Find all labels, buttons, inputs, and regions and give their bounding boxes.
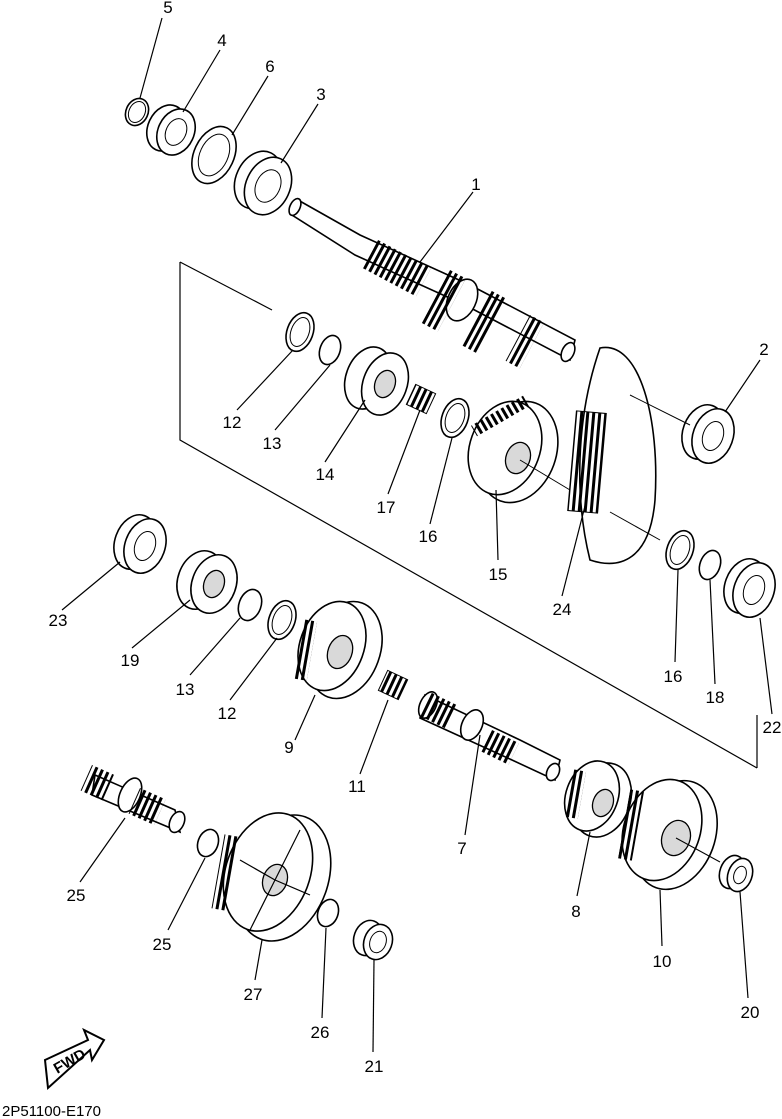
callout-26: 27	[244, 985, 263, 1004]
callout-10: 10	[653, 952, 672, 971]
callout-12-lower: 12	[218, 704, 237, 723]
part-1-main-axle	[288, 197, 576, 369]
callout-3: 3	[316, 85, 325, 104]
callout-15: 15	[489, 565, 508, 584]
part-10-gear	[618, 778, 721, 891]
callout-1: 1	[471, 175, 480, 194]
leader-lines	[61, 17, 773, 1053]
callout-25-upper: 25	[153, 935, 172, 954]
part-15-sprocket	[467, 395, 559, 504]
part-7-drive-axle	[417, 691, 561, 782]
part-18-circlip	[698, 549, 722, 581]
part-5-circlip	[124, 97, 150, 127]
callout-22: 23	[49, 611, 68, 630]
part-25-circlip-upper	[196, 828, 220, 858]
callout-labels: 5 4 6 3 1 2 12 13 14 17 16 15 24 16 18 2…	[49, 0, 782, 1076]
callout-27: 21	[365, 1057, 384, 1076]
part-26-gear	[211, 812, 332, 942]
fwd-arrow-icon: FWD	[43, 1027, 106, 1091]
part-12-washer-upper	[285, 311, 315, 353]
callout-13-lower: 13	[176, 680, 195, 699]
part-17-needle-bearing	[405, 383, 437, 415]
part-21-bearing	[723, 558, 776, 618]
part-6-oil-seal	[191, 125, 237, 185]
callout-5: 5	[163, 0, 172, 17]
part-14-sliding-dog	[343, 346, 410, 416]
callout-14: 14	[316, 465, 335, 484]
part-16-washer-lower	[665, 529, 695, 571]
axis-line-3	[629, 394, 691, 426]
part-2-bearing	[681, 404, 735, 464]
part-13-circlip-upper	[318, 334, 342, 366]
callout-24: 25	[67, 886, 86, 905]
part-11-needle-bearing	[377, 669, 409, 701]
part-19-sliding-dog	[176, 550, 238, 614]
part-4-bearing	[145, 104, 197, 156]
callout-19: 19	[121, 651, 140, 670]
assembly-frame-lines	[179, 261, 758, 769]
callout-17: 17	[377, 498, 396, 517]
axis-line-1	[519, 459, 571, 491]
part-9-gear	[292, 600, 383, 700]
callout-4: 4	[217, 31, 226, 50]
callout-16-upper: 16	[419, 527, 438, 546]
part-25-circlip-lower	[316, 898, 340, 928]
callout-2: 2	[759, 340, 768, 359]
part-3-bearing	[233, 150, 293, 216]
callout-23: 24	[553, 600, 572, 619]
callout-7: 7	[457, 839, 466, 858]
callout-20: 20	[741, 1003, 760, 1022]
callout-6: 6	[265, 57, 274, 76]
part-22-bearing	[113, 514, 167, 574]
callout-9: 9	[284, 738, 293, 757]
part-24-shaft	[80, 765, 186, 834]
callout-8: 8	[571, 902, 580, 921]
part-27-needle-bearing	[352, 919, 394, 961]
part-13-circlip-lower	[237, 588, 263, 622]
part-12-washer-lower	[267, 599, 297, 641]
part-20-collar	[718, 854, 754, 893]
callout-11: 11	[348, 777, 366, 796]
callout-25-lower: 26	[311, 1023, 330, 1042]
part-23-chain	[567, 346, 657, 565]
callout-18: 18	[706, 688, 725, 707]
callout-21: 22	[763, 718, 782, 737]
diagram-code: 2P51100-E170	[2, 1103, 101, 1119]
callout-16-lower: 16	[664, 667, 683, 686]
callout-13-upper: 13	[263, 434, 282, 453]
part-16-washer-upper	[440, 397, 470, 439]
callout-12-upper: 12	[223, 413, 242, 432]
axis-line-2	[609, 511, 661, 541]
